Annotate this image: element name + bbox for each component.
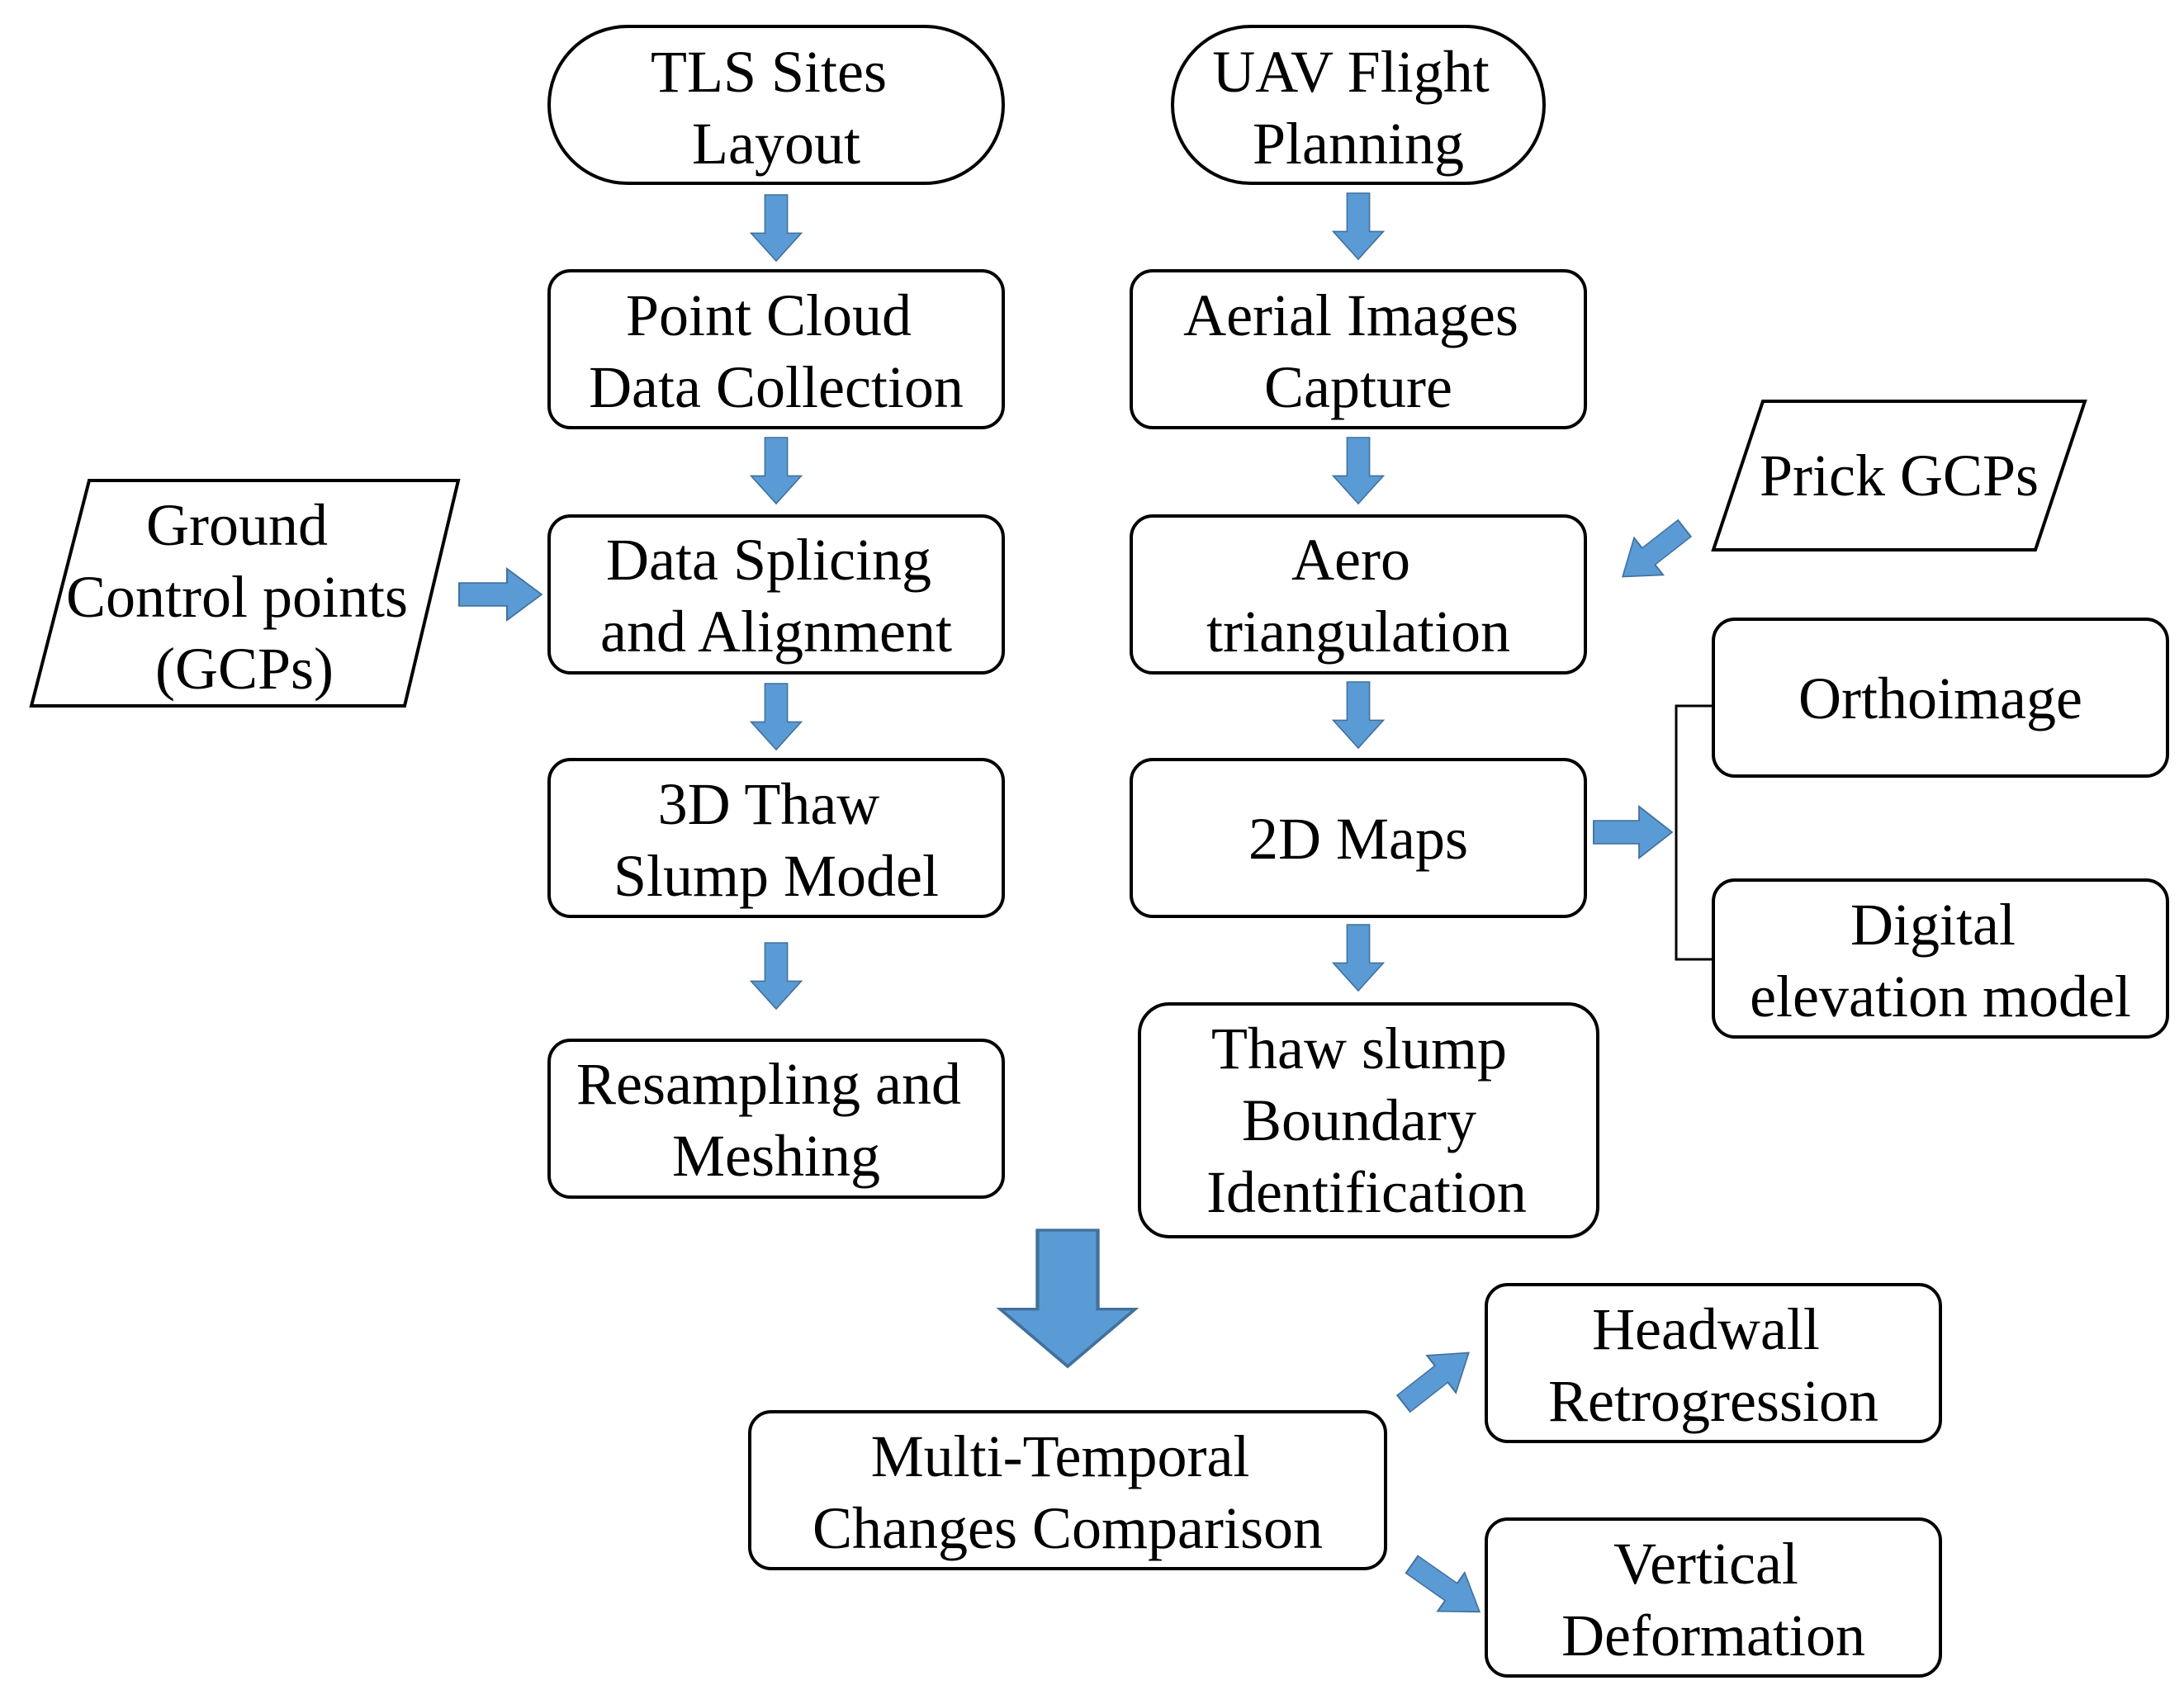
headwall-retrogression-label: Headwall Retrogression	[1548, 1296, 1878, 1434]
aerial-images-capture-node: Aerial Images Capture	[1130, 269, 1587, 429]
tls-sites-layout-node: TLS Sites Layout	[547, 25, 1005, 185]
arrow-right-icon	[1593, 805, 1673, 859]
arrow-right-icon	[458, 567, 542, 622]
aerial-images-capture-label: Aerial Images Capture	[1183, 282, 1533, 420]
resampling-meshing-label: Resampling and Meshing	[576, 1051, 976, 1189]
ground-control-points-label: Ground Control points (GCPs)	[66, 492, 423, 702]
arrow-down-icon	[750, 683, 803, 750]
headwall-retrogression-node: Headwall Retrogression	[1485, 1283, 1942, 1443]
aero-triangulation-label: Aero triangulation	[1206, 527, 1510, 665]
arrow-down-icon	[1332, 681, 1385, 749]
prick-gcps-input: Prick GCPs	[1711, 400, 2087, 551]
arrow-down-right-icon	[1397, 1544, 1495, 1632]
data-splicing-label: Data Splicing and Alignment	[600, 527, 952, 665]
vertical-deformation-label: Vertical Deformation	[1561, 1531, 1865, 1669]
big-arrow-down-icon	[1000, 1230, 1135, 1366]
aero-triangulation-node: Aero triangulation	[1130, 514, 1587, 675]
multi-temporal-comparison-node: Multi-Temporal Changes Comparison	[748, 1410, 1387, 1570]
arrow-up-right-icon	[1388, 1333, 1485, 1423]
data-splicing-node: Data Splicing and Alignment	[547, 514, 1005, 675]
ground-control-points-input: Ground Control points (GCPs)	[29, 479, 461, 708]
boundary-identification-label: Thaw slump Boundary Identification	[1206, 1015, 1527, 1225]
orthoimage-node: Orthoimage	[1712, 618, 2169, 778]
thaw-slump-3d-model-label: 3D Thaw Slump Model	[614, 771, 939, 909]
thaw-slump-3d-model-node: 3D Thaw Slump Model	[547, 758, 1005, 918]
maps-2d-node: 2D Maps	[1130, 758, 1587, 918]
arrow-down-icon	[1332, 924, 1385, 992]
maps-2d-label: 2D Maps	[1248, 806, 1468, 872]
resampling-meshing-node: Resampling and Meshing	[547, 1039, 1005, 1199]
vertical-deformation-node: Vertical Deformation	[1485, 1517, 1942, 1678]
digital-elevation-model-node: Digital elevation model	[1712, 878, 2169, 1039]
boundary-identification-node: Thaw slump Boundary Identification	[1138, 1002, 1599, 1238]
tls-sites-layout-label: TLS Sites Layout	[651, 39, 902, 177]
arrow-down-left-icon	[1607, 509, 1700, 596]
uav-flight-planning-label: UAV Flight Planning	[1212, 39, 1504, 177]
products-bracket	[1675, 704, 1713, 961]
digital-elevation-model-label: Digital elevation model	[1750, 892, 2131, 1030]
point-cloud-collection-label: Point Cloud Data Collection	[589, 282, 964, 420]
arrow-down-icon	[1332, 437, 1385, 504]
uav-flight-planning-node: UAV Flight Planning	[1171, 25, 1546, 185]
arrow-down-icon	[1332, 192, 1385, 260]
prick-gcps-label: Prick GCPs	[1760, 443, 2039, 509]
arrow-down-icon	[750, 437, 803, 504]
multi-temporal-comparison-label: Multi-Temporal Changes Comparison	[812, 1423, 1323, 1561]
orthoimage-label: Orthoimage	[1798, 665, 2082, 731]
arrow-down-icon	[750, 942, 803, 1010]
point-cloud-collection-node: Point Cloud Data Collection	[547, 269, 1005, 429]
arrow-down-icon	[750, 194, 803, 262]
